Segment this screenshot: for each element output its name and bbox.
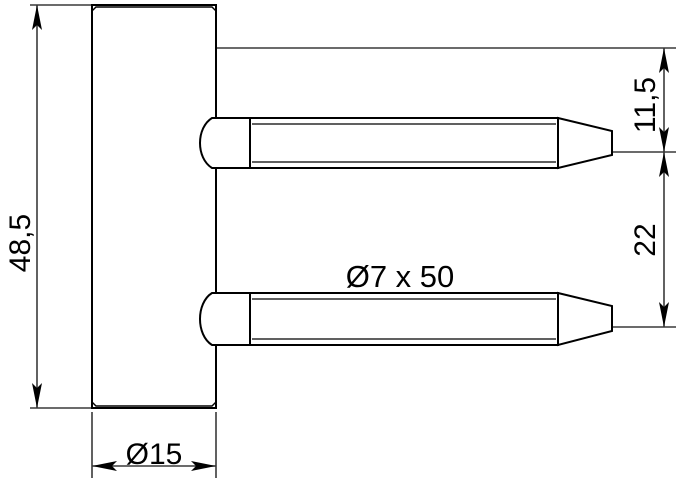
upper-pin-head (199, 117, 251, 169)
arrow-22-top (659, 152, 669, 177)
lower-pin (199, 291, 613, 347)
arrowheads-group (32, 5, 669, 471)
arrow-11-5-top (659, 48, 669, 73)
lower-pin-tip (557, 291, 613, 347)
arrow-dia15-right (191, 461, 216, 471)
upper-pin-tip (557, 116, 613, 170)
body-edge-details (91, 6, 217, 407)
body-top-chamfer (91, 6, 217, 12)
body-outline (91, 4, 217, 409)
dimension-label-top-offset: 11,5 (629, 77, 662, 133)
lower-pin-shank (249, 292, 559, 346)
lower-pin-head (199, 292, 251, 346)
hinge-body-plate (91, 4, 217, 409)
dimension-lines-group (30, 4, 676, 478)
upper-pin (199, 116, 613, 170)
arrow-11-5-bottom (659, 127, 669, 152)
arrow-48-5-top (32, 5, 42, 30)
arrow-dia15-left (92, 461, 117, 471)
arrow-48-5-bottom (32, 383, 42, 408)
dimension-label-pin-spacing: 22 (629, 223, 662, 256)
annotation-label-pin-spec: Ø7 x 50 (346, 259, 455, 294)
dimension-label-body-diameter: Ø15 (126, 438, 183, 471)
body-bottom-chamfer (91, 401, 217, 407)
upper-pin-shank (249, 117, 559, 169)
dimension-label-height: 48,5 (4, 214, 37, 272)
arrow-22-bottom (659, 302, 669, 327)
